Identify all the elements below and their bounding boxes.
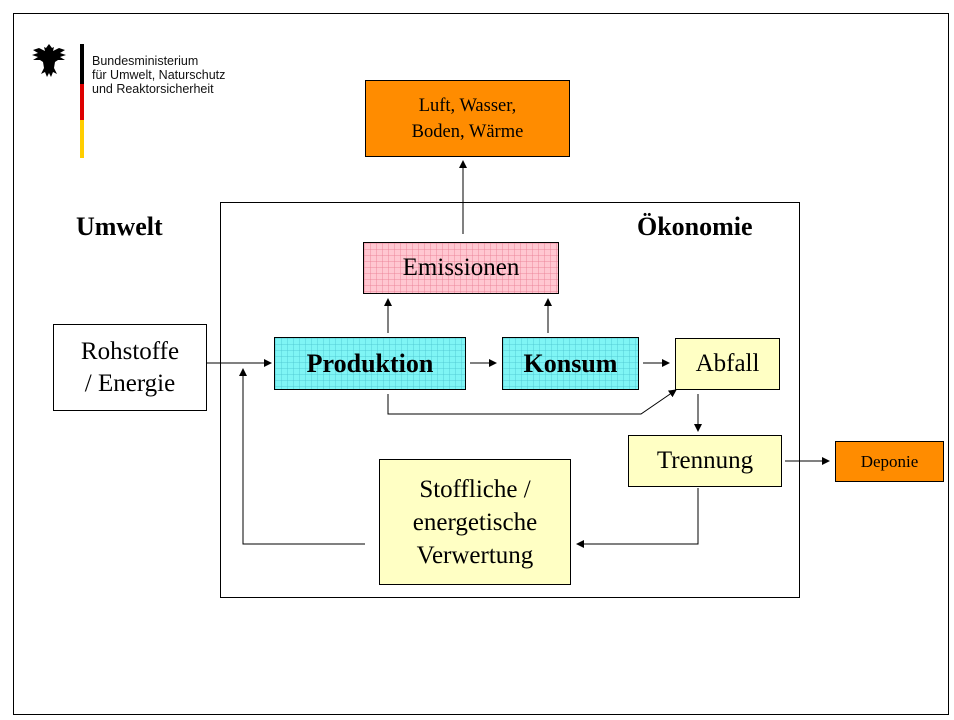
- flag-black-stripe: [80, 44, 84, 84]
- verwertung-box: Stoffliche / energetische Verwertung: [379, 459, 571, 585]
- deponie-label: Deponie: [860, 451, 919, 471]
- umwelt-label: Umwelt: [76, 212, 163, 241]
- luft-line1: Luft, Wasser,: [418, 95, 517, 116]
- luft-line2: Boden, Wärme: [411, 121, 524, 142]
- luft-wasser-boden-waerme-box: Luft, Wasser, Boden, Wärme: [365, 80, 570, 157]
- arrow-produktion-abfall: [387, 389, 677, 415]
- ministry-name-line1: Bundesministerium: [92, 54, 199, 68]
- verwertung-line2: energetische: [412, 508, 538, 536]
- eagle-icon: [32, 44, 66, 77]
- emissionen-label: Emissionen: [402, 254, 520, 281]
- arrow-trennung-verwertung: [576, 488, 699, 548]
- verwertung-line1: Stoffliche /: [419, 475, 531, 503]
- rohstoffe-line2: / Energie: [84, 369, 176, 397]
- trennung-box: Trennung: [628, 435, 782, 487]
- produktion-label: Produktion: [306, 348, 434, 378]
- rohstoffe-energie-box: Rohstoffe / Energie: [53, 324, 207, 411]
- arrow-verwertung-produktion: [239, 368, 365, 545]
- oekonomie-frame: [220, 202, 800, 598]
- verwertung-line3: Verwertung: [416, 541, 534, 569]
- flag-gold-stripe: [80, 120, 84, 158]
- abfall-label: Abfall: [695, 350, 760, 377]
- deponie-box: Deponie: [835, 441, 944, 482]
- abfall-box: Abfall: [675, 338, 780, 390]
- ministry-name-line2: für Umwelt, Naturschutz: [92, 68, 226, 82]
- flag-red-stripe: [80, 84, 84, 120]
- ministry-name: Bundesministerium für Umwelt, Naturschut…: [92, 54, 225, 96]
- rohstoffe-line1: Rohstoffe: [80, 337, 180, 365]
- trennung-label: Trennung: [656, 447, 754, 474]
- ministry-name-line3: und Reaktorsicherheit: [92, 82, 214, 96]
- oekonomie-label: Ökonomie: [637, 212, 753, 241]
- emissionen-box: Emissionen: [363, 242, 559, 294]
- konsum-box: Konsum: [502, 337, 639, 390]
- konsum-label: Konsum: [523, 348, 618, 378]
- produktion-box: Produktion: [274, 337, 466, 390]
